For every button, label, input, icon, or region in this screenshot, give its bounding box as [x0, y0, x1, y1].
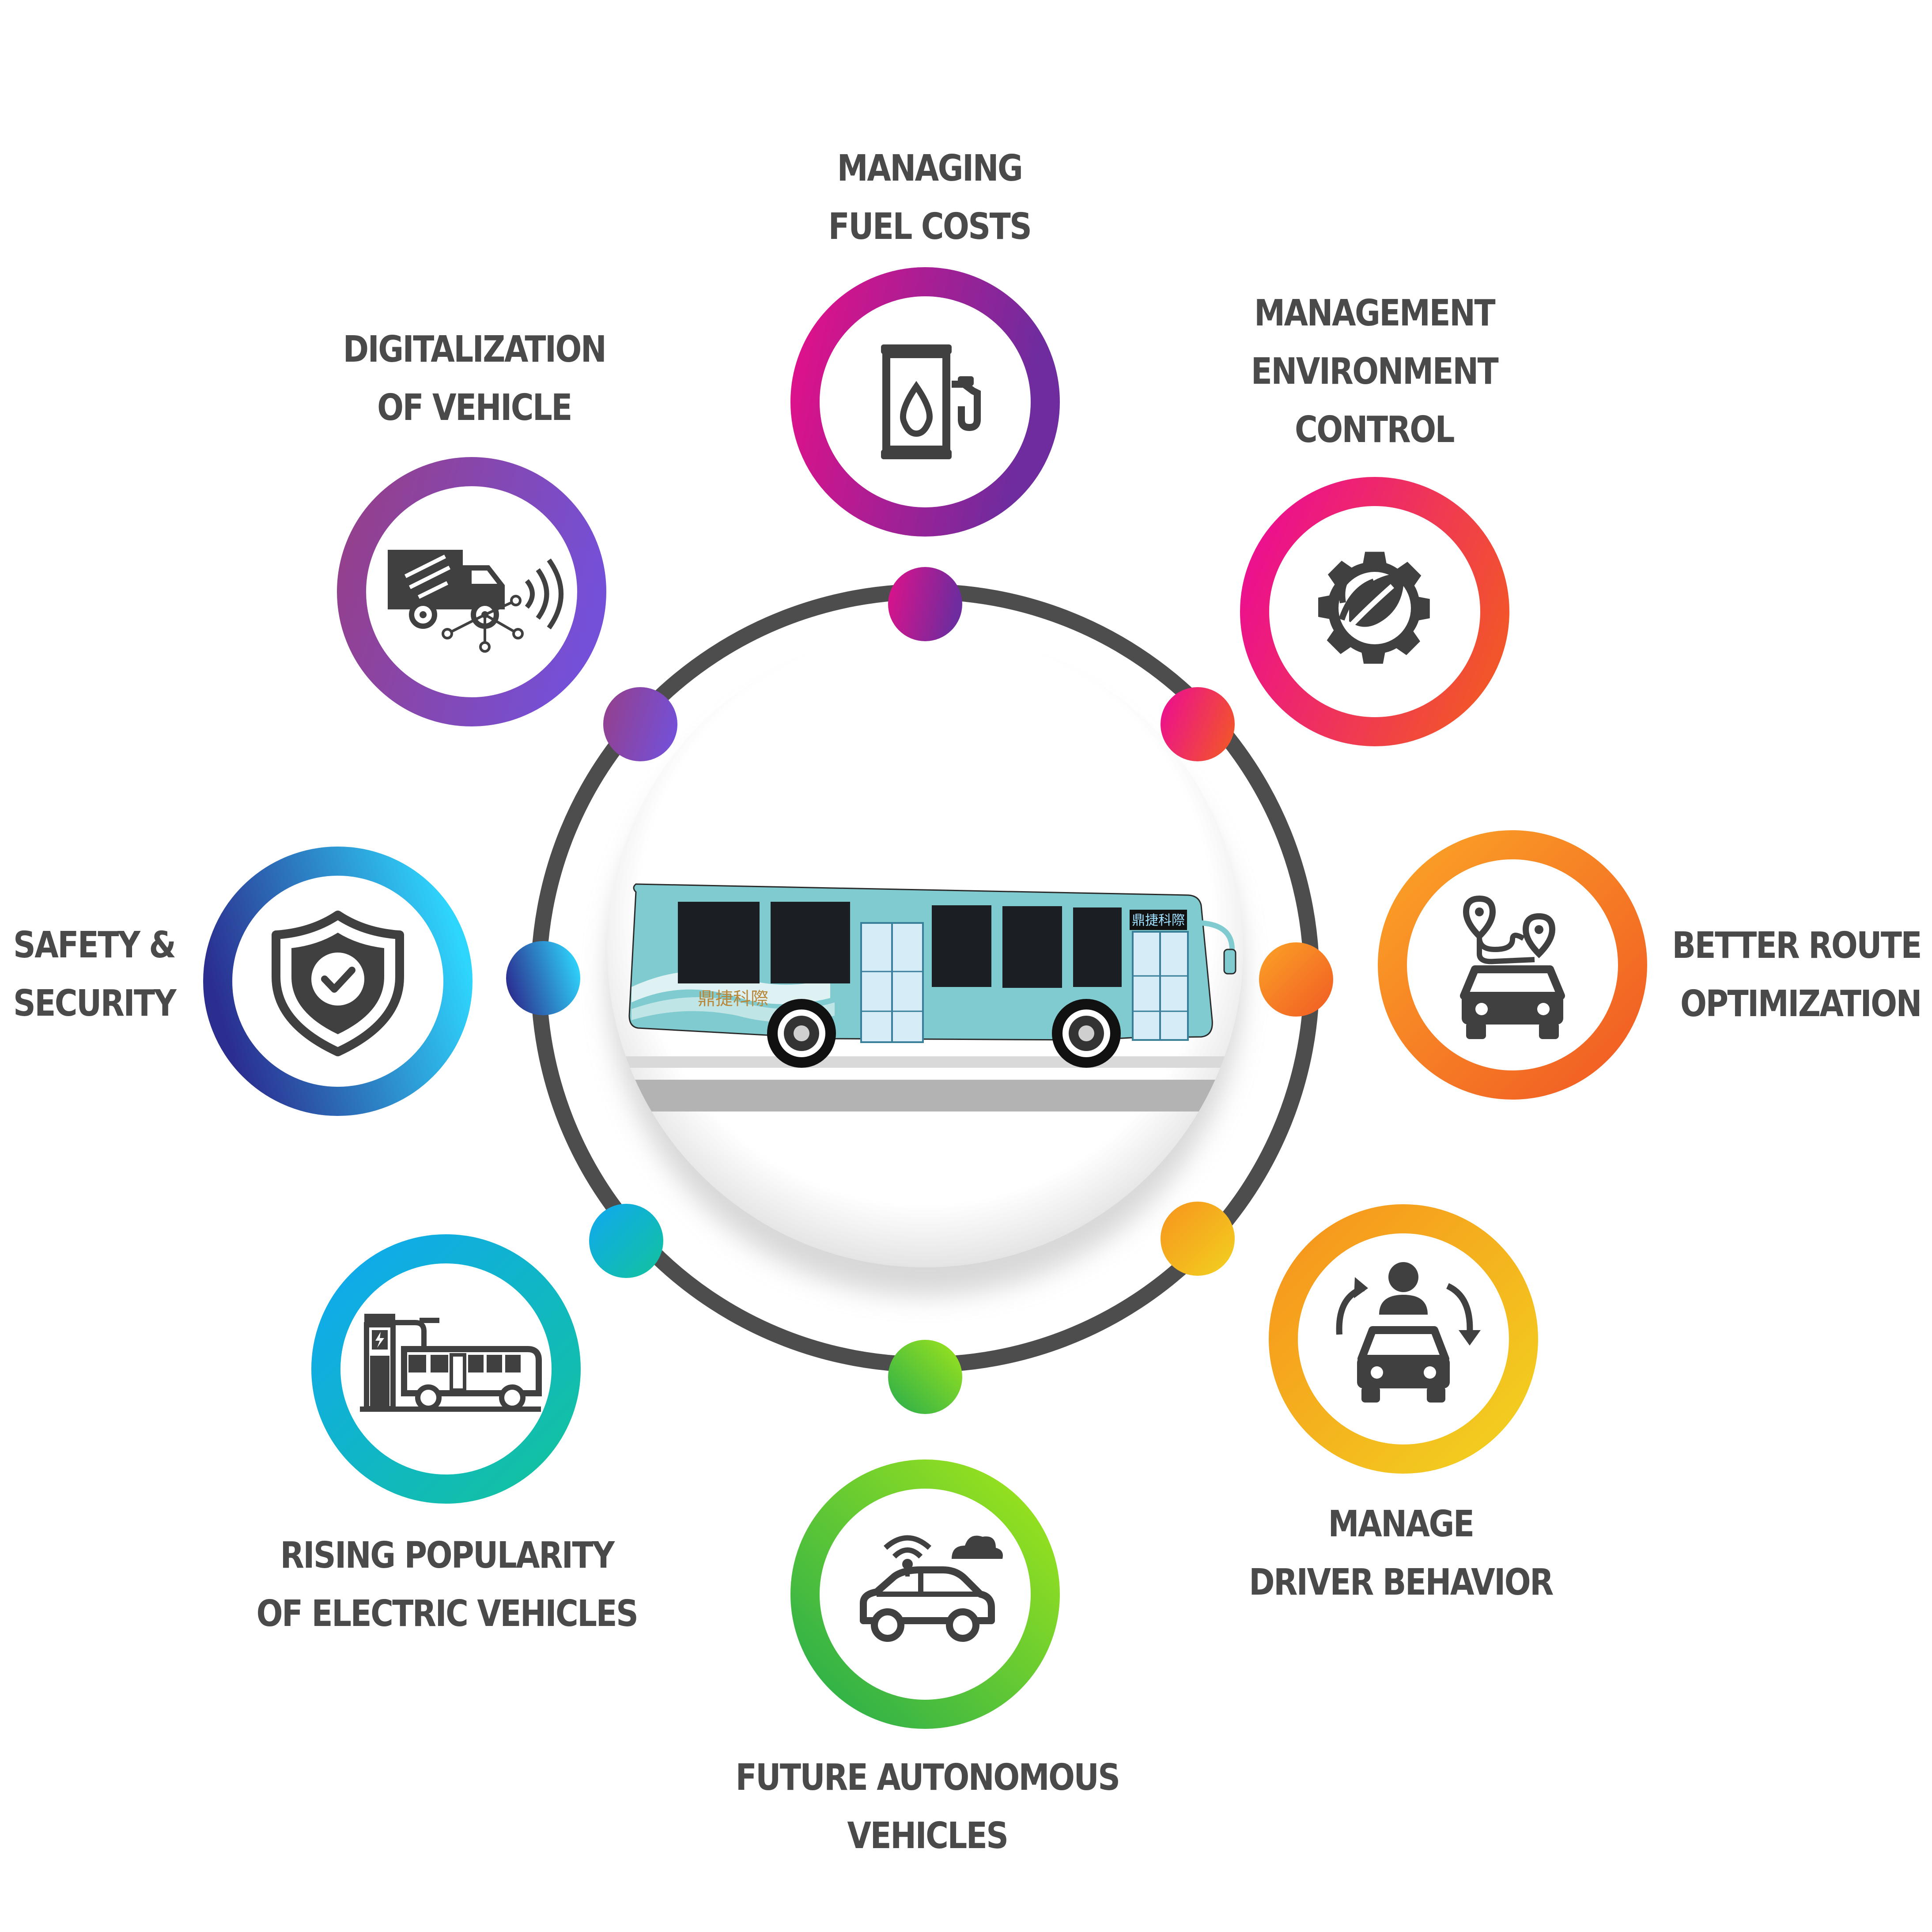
label-line: CONTROL	[1295, 409, 1455, 451]
bus-window	[1002, 906, 1062, 988]
driver-car-icon	[1336, 1262, 1481, 1403]
fuel-pump-icon	[881, 344, 981, 459]
bus-mirror	[1199, 920, 1235, 968]
gear-leaf-icon	[1318, 552, 1430, 664]
label-line: ENVIRONMENT	[1251, 351, 1499, 393]
label-line: MANAGING	[837, 147, 1023, 189]
label-line: DRIVER BEHAVIOR	[1249, 1561, 1554, 1603]
connector-dot-route	[1259, 942, 1333, 1017]
bus-side-text: 鼎捷科際	[698, 989, 768, 1009]
ring-driver	[1269, 1204, 1538, 1474]
bus-door	[860, 922, 924, 1043]
shield-check-icon	[272, 911, 404, 1056]
label-line: SECURITY	[13, 983, 177, 1025]
label-digital: DIGITALIZATION OF VEHICLE	[265, 321, 683, 437]
bus-illustration	[607, 1056, 1243, 1112]
bus: 鼎捷科際 鼎捷科際	[628, 883, 1236, 1068]
road-line	[607, 1056, 1243, 1068]
bus-wheel	[767, 999, 836, 1068]
bus-window	[1073, 907, 1122, 987]
bus-window	[932, 905, 991, 987]
bus-wheel	[1052, 999, 1121, 1068]
label-line: VEHICLES	[847, 1815, 1009, 1857]
electric-bus-charging-icon	[360, 1314, 542, 1412]
connector-dot-digital	[603, 687, 677, 761]
label-line: OF ELECTRIC VEHICLES	[256, 1593, 639, 1635]
connected-truck-icon	[388, 550, 563, 653]
label-route: BETTER ROUTE OPTIMIZATION	[1503, 917, 1922, 1033]
label-line: FUEL COSTS	[828, 206, 1032, 248]
connector-dot-electric	[589, 1204, 663, 1278]
label-electric: RISING POPULARITY OF ELECTRIC VEHICLES	[238, 1527, 656, 1643]
label-driver: MANAGE DRIVER BEHAVIOR	[1192, 1495, 1610, 1612]
label-line: FUTURE AUTONOMOUS	[735, 1757, 1120, 1799]
autonomous-car-icon	[860, 1535, 1003, 1642]
bus-sign	[1130, 910, 1187, 930]
label-environment: MANAGEMENT ENVIRONMENT CONTROL	[1165, 284, 1583, 459]
ring-route	[1378, 830, 1647, 1100]
bus-window	[771, 902, 850, 983]
label-line: OPTIMIZATION	[1680, 983, 1922, 1025]
connector-dot-autonomous	[888, 1340, 962, 1414]
label-line: SAFETY &	[13, 924, 176, 966]
bus-window	[678, 902, 760, 983]
label-line: DIGITALIZATION	[343, 329, 607, 371]
label-fuel: MANAGING FUEL COSTS	[721, 140, 1138, 256]
label-autonomous: FUTURE AUTONOMOUS VEHICLES	[718, 1749, 1136, 1865]
connector-dot-driver	[1161, 1202, 1235, 1276]
connector-dot-fuel	[888, 567, 962, 641]
label-line: BETTER ROUTE	[1672, 925, 1922, 967]
bus-door	[1132, 931, 1189, 1041]
bus-sign-text: 鼎捷科際	[1132, 913, 1185, 928]
connector-dot-environment	[1161, 687, 1235, 761]
route-car-icon	[1460, 895, 1565, 1039]
road	[607, 1080, 1243, 1112]
label-line: RISING POPULARITY	[280, 1535, 615, 1577]
label-line: MANAGEMENT	[1254, 292, 1496, 334]
label-safety: SAFETY & SECURITY	[13, 916, 431, 1033]
label-line: MANAGE	[1328, 1503, 1475, 1545]
label-line: OF VEHICLE	[377, 387, 572, 429]
connector-dot-safety	[506, 941, 580, 1015]
